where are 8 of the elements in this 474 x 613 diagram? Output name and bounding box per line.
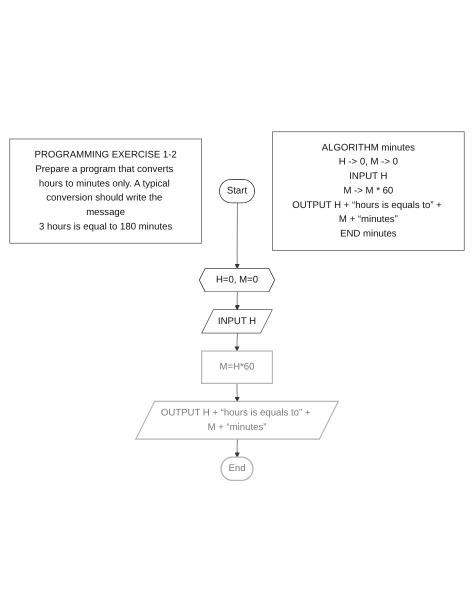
arrow	[234, 292, 240, 311]
arrow	[234, 383, 240, 402]
arrow	[234, 439, 240, 458]
node-box: ALGORITHM minutes H -> 0, M -> 0 INPUT H M -> M * 60 OUTPUT H + “hours is equals to” + M + “minutes” END minutes	[272, 132, 464, 252]
arrow	[234, 333, 240, 352]
arrow	[234, 203, 240, 270]
node-box: PROGRAMMING EXERCISE 1-2 Prepare a program that converts hours to minutes only. A typical conversion should write the message 3 hours is equal to 180 minutes	[10, 139, 202, 244]
node-box: M=H*60	[200, 350, 274, 384]
